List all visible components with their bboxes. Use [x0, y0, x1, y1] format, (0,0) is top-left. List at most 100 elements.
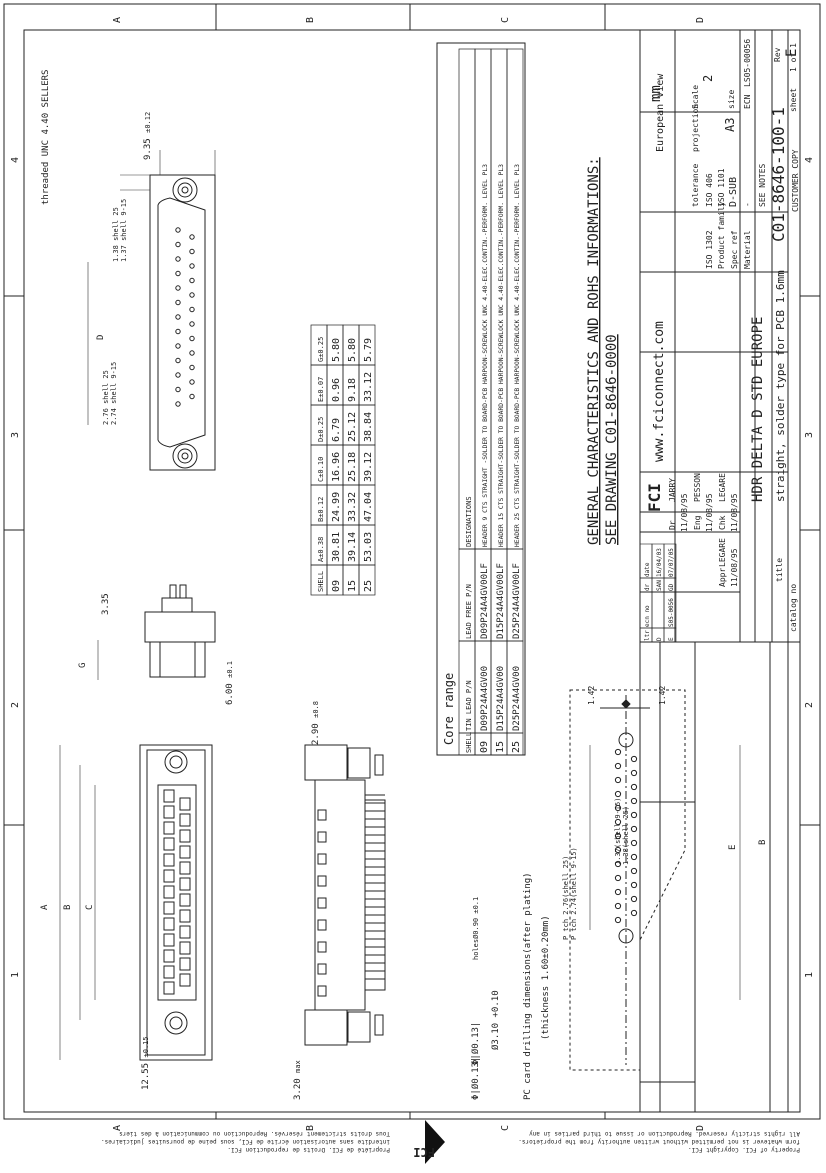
sheet-label: sheet: [789, 88, 798, 112]
pcb-hole: [630, 881, 638, 889]
pitch-note-1: 1.38 shell 25: [112, 207, 120, 262]
rev-table-value: 16/04/03: [656, 548, 663, 577]
rev-table-value: SAN: [656, 580, 663, 591]
profile-slot: [317, 897, 327, 909]
pin: [175, 357, 181, 364]
pin-array-top-view: [175, 227, 195, 407]
spec-ref-label: Spec ref: [730, 230, 739, 269]
zone-label-right-4: 4: [804, 157, 815, 163]
pcb-pitch-3: 1.37(shell 9-15): [614, 798, 622, 865]
european-view: European view: [655, 73, 666, 152]
core-table-value: D25P24A4GV00: [512, 666, 522, 731]
zone-label-top-b: B: [305, 17, 316, 23]
units: mm: [648, 85, 664, 102]
rev-table-value: D: [656, 637, 663, 641]
profile-slot: [317, 919, 327, 931]
dim-table-value: 09: [331, 580, 342, 592]
pcb-dim-b: B: [758, 840, 768, 845]
core-table-value: D25P24A4GV00LF: [512, 563, 522, 639]
dim-table-header: B±0.12: [317, 497, 325, 522]
dim-table-value: 39.12: [363, 452, 374, 482]
dim-6-00-text: 6.00 ±0.1: [225, 661, 235, 705]
zone-label-left-4: 4: [10, 157, 21, 163]
pin: [189, 364, 195, 371]
contact-tails-profile: [365, 794, 385, 980]
legal-en-1: All rights strictly reserved. Reproducti…: [529, 1130, 800, 1137]
zone-label-bottom-a: A: [112, 1125, 123, 1131]
pin: [175, 256, 181, 262]
pin: [175, 386, 181, 393]
dim-table-value: 25: [363, 580, 374, 592]
dim-b-label: B: [63, 905, 73, 910]
rev-value: E: [784, 49, 800, 57]
zone-label-top-c: C: [500, 17, 511, 23]
dim-2-90-text: 2.90 ±0.8: [311, 701, 321, 745]
legal-notes: Tous droits strictement réservés. Reprod…: [101, 1130, 800, 1153]
size-value: A3: [723, 118, 737, 132]
dim-3-35: 3.35: [101, 593, 111, 615]
connector-front-view: [139, 744, 213, 1061]
profile-slot: [317, 941, 327, 953]
pin: [189, 248, 195, 255]
drawing-number: C01-8646-100-1: [769, 107, 788, 242]
dr-label: Dr: [668, 520, 677, 530]
pcb-hole: [614, 790, 622, 798]
pin: [189, 292, 195, 298]
appr-label: Appr: [718, 568, 727, 587]
legal-en-2: form whatever is not permitted without w…: [518, 1138, 800, 1145]
dim-12-55-tolerance: ±0.15: [142, 1036, 150, 1057]
brand-logo-text: FCI: [645, 483, 664, 512]
core-table-cell: [458, 48, 476, 550]
dim-3-20-text: 3.20 max: [293, 1060, 303, 1100]
dim-table-header: D±0.25: [317, 417, 325, 442]
zone-label-right-2: 2: [804, 702, 815, 708]
rev-table-value: dr: [644, 583, 651, 591]
profile-slots: [317, 809, 327, 997]
pin: [175, 241, 181, 248]
zone-label-bottom-b: B: [305, 1125, 316, 1131]
contact-cell: [179, 893, 191, 907]
dim-table-header: A±0.38: [317, 537, 325, 562]
dr-name: JARRY: [668, 478, 677, 502]
pin: [175, 285, 181, 291]
contact-cell: [163, 933, 175, 947]
contact-cell: [179, 925, 191, 939]
customer-copy: CUSTOMER COPY: [791, 149, 800, 212]
core-table-header: LEAD FREE P/N: [465, 584, 473, 639]
fci-logo-text-bottom: FCI: [413, 1145, 435, 1159]
contact-cell: [179, 797, 191, 811]
pin: [189, 263, 195, 269]
pcb-hole: [614, 874, 622, 882]
core-table-header: DESIGNATIONS: [465, 496, 473, 547]
pcb-hole: [630, 825, 638, 833]
product-family-label: Product family: [717, 201, 726, 269]
pcb-hole: [614, 860, 622, 868]
pcb-hole: [630, 797, 638, 805]
zone-label-bottom-d: D: [695, 1125, 706, 1131]
scale-label: Scale: [691, 85, 700, 109]
thread-note: threaded UNC 4.40 SELLERS: [41, 70, 51, 205]
pcb-hole-tolerance-3: Φ|Ø0.13|: [470, 1057, 481, 1100]
dim-3-20-tolerance: max: [294, 1060, 302, 1073]
pin: [175, 227, 181, 233]
dim-table-value: 25.18: [347, 452, 358, 482]
dim-top-tolerance: ±0.12: [144, 112, 152, 133]
core-table-header: TIN LEAD P/N: [465, 680, 473, 731]
pin: [189, 321, 195, 327]
dim-table-header: C±0.10: [317, 457, 325, 482]
pcb-holes-note: holesØ0.90 ±0.1: [472, 897, 480, 960]
dim-table-value: 24.99: [331, 492, 342, 522]
legal-fr-2: interdite sans autorisation écrite de FC…: [101, 1138, 390, 1145]
zone-label-left-1: 1: [10, 972, 21, 978]
zone-ticks: [4, 4, 820, 1119]
profile-slot: [317, 853, 327, 865]
dimension-table: SHELLA±0.38B±0.12C±0.10D±0.25E±0.07G±0.2…: [310, 324, 376, 596]
dim-table-value: 5.80: [331, 338, 342, 362]
iso-406: ISO 406: [705, 173, 714, 207]
zone-label-top-a: A: [112, 17, 123, 23]
dim-table-value: 39.14: [347, 532, 358, 562]
pin: [175, 270, 181, 277]
iso-1302: ISO 1302: [705, 230, 714, 269]
dim-2-90-tolerance: ±0.8: [312, 701, 320, 718]
